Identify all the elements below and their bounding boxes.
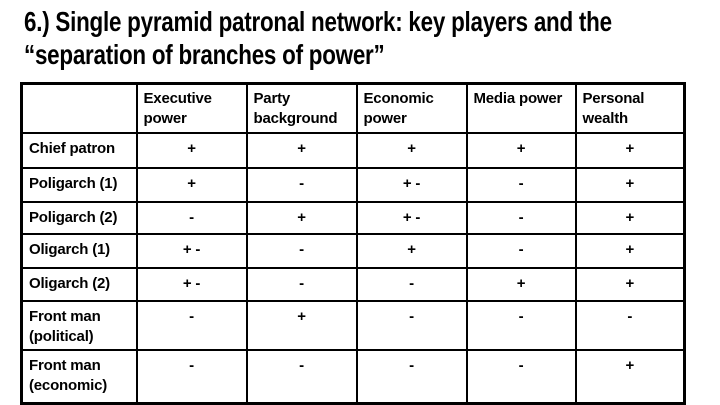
row-label-3: Oligarch (1) <box>20 232 138 269</box>
cell-value-0-1: + <box>245 131 358 169</box>
row-label-1: Poligarch (1) <box>20 166 138 203</box>
cell-value-3-0: + - <box>135 232 248 269</box>
cell-value-6-3: - <box>465 349 577 404</box>
cell-value-5-0: - <box>135 299 248 351</box>
cell-value-4-3: + <box>465 266 577 302</box>
table-body: Chief patron+++++Poligarch (1)+-+ --+Pol… <box>20 131 686 404</box>
cell-value-1-2: + - <box>355 166 468 203</box>
cell-value-6-2: - <box>355 349 468 404</box>
table-row-1: Poligarch (1)+-+ --+ <box>20 166 686 203</box>
cell-value-0-0: + <box>135 131 248 169</box>
cell-value-4-4: + <box>574 266 686 302</box>
table-row-2: Poligarch (2)-++ --+ <box>20 200 686 235</box>
table-corner-cell <box>20 82 138 134</box>
column-header-2: Economic power <box>355 82 468 134</box>
cell-value-1-1: - <box>245 166 358 203</box>
table-row-6: Front man (economic)----+ <box>20 349 686 404</box>
cell-value-4-0: + - <box>135 266 248 302</box>
column-header-0: Executive power <box>135 82 248 134</box>
table-row-0: Chief patron+++++ <box>20 131 686 169</box>
cell-value-0-3: + <box>465 131 577 169</box>
cell-value-3-4: + <box>574 232 686 269</box>
cell-value-3-2: + <box>355 232 468 269</box>
cell-value-1-0: + <box>135 166 248 203</box>
cell-value-0-2: + <box>355 131 468 169</box>
row-label-0: Chief patron <box>20 131 138 169</box>
cell-value-2-3: - <box>465 200 577 235</box>
cell-value-6-1: - <box>245 349 358 404</box>
cell-value-3-1: - <box>245 232 358 269</box>
table-row-3: Oligarch (1)+ --+-+ <box>20 232 686 269</box>
row-label-2: Poligarch (2) <box>20 200 138 235</box>
slide-title-line-1: 6.) Single pyramid patronal network: key… <box>24 6 612 37</box>
table-row-4: Oligarch (2)+ ---++ <box>20 266 686 302</box>
cell-value-1-3: - <box>465 166 577 203</box>
cell-value-6-0: - <box>135 349 248 404</box>
cell-value-3-3: - <box>465 232 577 269</box>
cell-value-4-2: - <box>355 266 468 302</box>
cell-value-5-2: - <box>355 299 468 351</box>
slide-title-line-2: “separation of branches of power” <box>24 39 385 70</box>
cell-value-0-4: + <box>574 131 686 169</box>
cell-value-4-1: - <box>245 266 358 302</box>
cell-value-6-4: + <box>574 349 686 404</box>
row-label-4: Oligarch (2) <box>20 266 138 302</box>
row-label-6: Front man (economic) <box>20 349 138 404</box>
table-row-5: Front man (political)-+--- <box>20 299 686 351</box>
cell-value-2-2: + - <box>355 200 468 235</box>
slide-title: 6.) Single pyramid patronal network: key… <box>24 5 714 71</box>
column-header-3: Media power <box>465 82 577 134</box>
row-label-5: Front man (political) <box>20 299 138 351</box>
column-header-4: Personal wealth <box>574 82 686 134</box>
cell-value-5-1: + <box>245 299 358 351</box>
cell-value-5-4: - <box>574 299 686 351</box>
cell-value-1-4: + <box>574 166 686 203</box>
column-header-1: Party background <box>245 82 358 134</box>
cell-value-2-0: - <box>135 200 248 235</box>
cell-value-5-3: - <box>465 299 577 351</box>
cell-value-2-1: + <box>245 200 358 235</box>
cell-value-2-4: + <box>574 200 686 235</box>
